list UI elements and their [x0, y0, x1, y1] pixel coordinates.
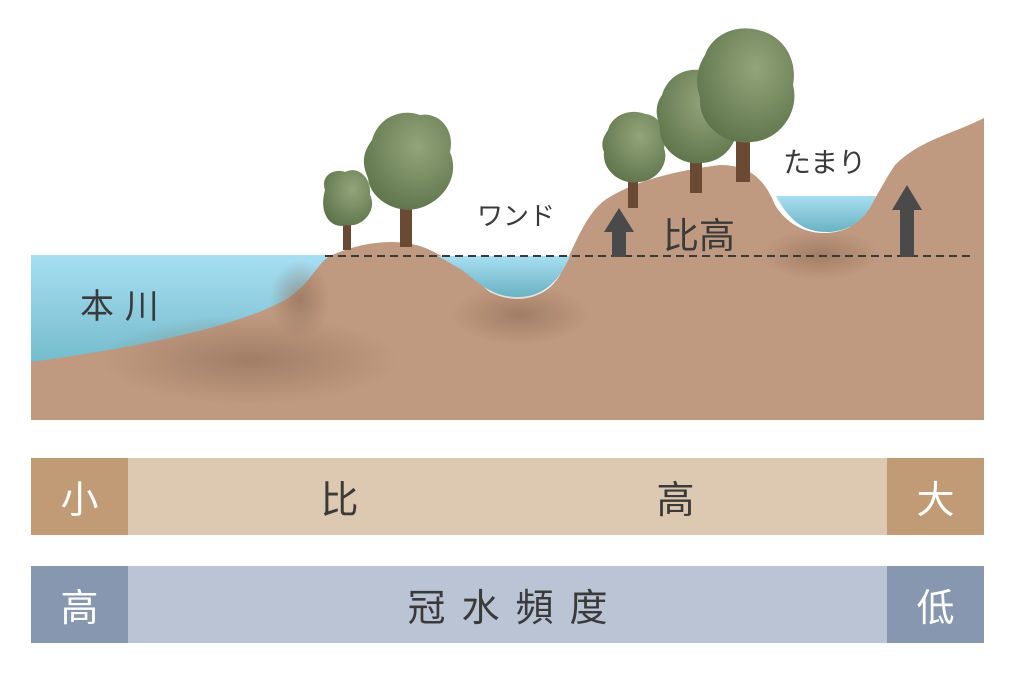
flood-low-label: 低 [887, 566, 984, 643]
flood-high-label: 高 [31, 566, 128, 643]
relative-height-label: 比高 [663, 216, 735, 257]
flood-scale-title: 冠水頻度 [128, 566, 887, 643]
tamari-label: たまり [783, 146, 866, 179]
flood-frequency-scale-bar: 高 冠水頻度 低 [31, 566, 984, 643]
height-scale-title: 比 高 [128, 458, 887, 535]
wando-label: ワンド [477, 202, 555, 232]
tree-icon [602, 111, 666, 208]
tree-icon [363, 112, 454, 247]
ground-shadow-bank [270, 260, 330, 340]
height-arrow-left [604, 208, 634, 257]
ground-shadow-left [100, 315, 400, 405]
height-arrow-right [892, 185, 922, 257]
tamari-water [776, 196, 876, 233]
relative-height-scale-bar: 小 比 高 大 [31, 458, 984, 535]
tree-icon [323, 170, 373, 250]
height-small-label: 小 [31, 458, 128, 535]
main-river-label: 本 川 [80, 287, 159, 327]
wando-water [438, 256, 570, 298]
ground-shadow-wando [450, 285, 590, 345]
tree-icon [697, 28, 795, 182]
floodplain-cross-section: 本 川 ワンド たまり 比高 [31, 28, 984, 420]
height-large-label: 大 [887, 458, 984, 535]
